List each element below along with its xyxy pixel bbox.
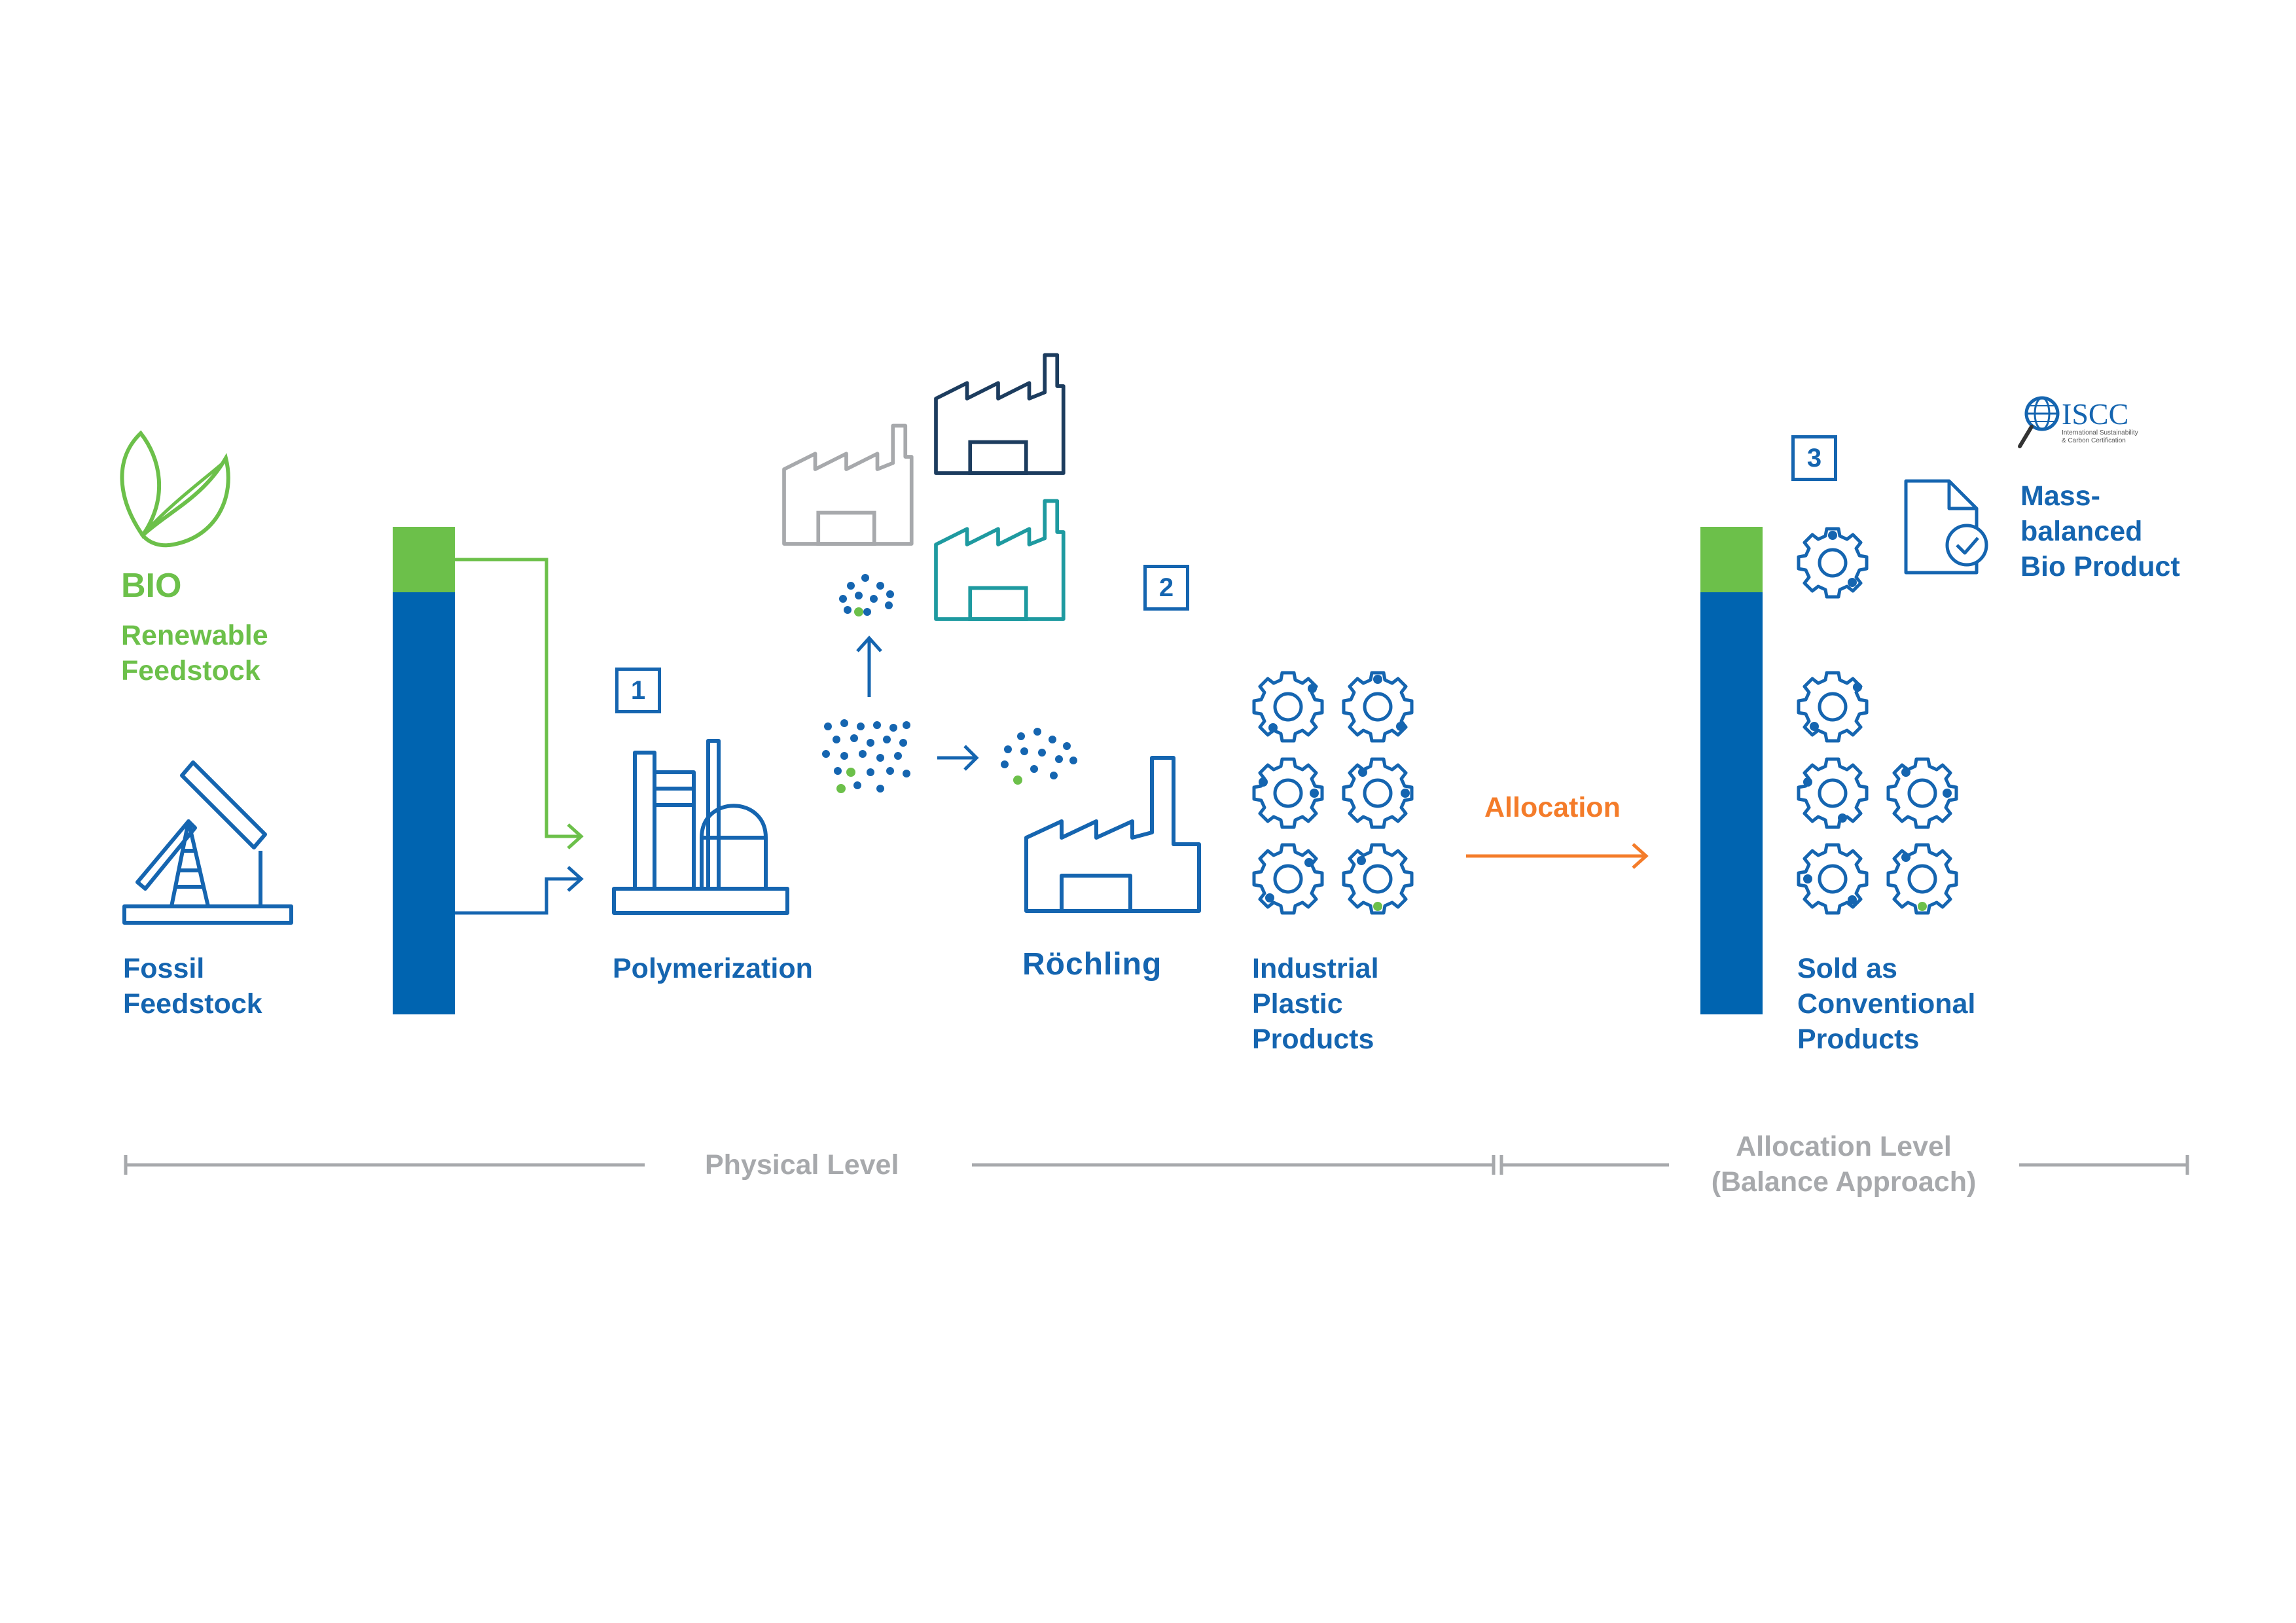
- mass-line3: Bio Product: [2020, 551, 2180, 582]
- document-check-icon: [1904, 479, 1988, 575]
- leaf-icon: [120, 430, 230, 548]
- fossil-line2: Feedstock: [123, 988, 262, 1020]
- industrial-line2: Plastic: [1252, 988, 1343, 1020]
- sold-line3: Products: [1797, 1024, 1920, 1055]
- arrow-right-icon: [937, 745, 979, 771]
- iscc-subtext-1: International Sustainability: [2062, 429, 2138, 437]
- renewable-line2: Feedstock: [121, 655, 260, 687]
- bar-bio-allocated: [1700, 527, 1763, 592]
- iscc-subtext-2: & Carbon Certification: [2062, 437, 2126, 444]
- industrial-line1: Industrial: [1252, 953, 1379, 984]
- physical-level-label: Physical Level: [705, 1149, 899, 1181]
- bar-bio-share: [393, 527, 455, 592]
- mass-line2: balanced: [2020, 516, 2143, 547]
- allocation-level-line1: Allocation Level: [1736, 1131, 1952, 1162]
- pellets-icon: [822, 719, 910, 793]
- bio-flow-arrow: [455, 558, 584, 849]
- sold-line2: Conventional: [1797, 988, 1976, 1020]
- allocation-level-line2: (Balance Approach): [1711, 1166, 1977, 1198]
- industrial-line3: Products: [1252, 1024, 1374, 1055]
- bar-conventional-allocated: [1700, 592, 1763, 1014]
- gear-icon: [1254, 673, 1412, 913]
- bio-label: BIO: [121, 567, 182, 605]
- industrial-plastic-products-label: Industrial Plastic Products: [1252, 951, 1379, 1057]
- allocation-level-label: Allocation Level (Balance Approach): [1696, 1129, 1991, 1200]
- mass-line1: Mass-: [2020, 480, 2100, 512]
- iscc-logo: ISCC International Sustainability & Carb…: [2062, 399, 2138, 445]
- polymerization-label: Polymerization: [613, 953, 813, 984]
- arrow-up-icon: [856, 635, 882, 697]
- iscc-logo-text: ISCC: [2062, 397, 2129, 431]
- factory-icon: [1024, 756, 1201, 913]
- pellets-icon: [1001, 728, 1077, 785]
- sold-line1: Sold as: [1797, 953, 1897, 984]
- fossil-line1: Fossil: [123, 953, 205, 984]
- sold-conventional-label: Sold as Conventional Products: [1797, 951, 1975, 1057]
- allocation-label: Allocation: [1484, 792, 1621, 823]
- factory-icon: [784, 426, 912, 544]
- step-2-badge: 2: [1143, 565, 1189, 611]
- iscc-globe-icon: [2018, 396, 2060, 448]
- fossil-flow-arrow: [455, 866, 584, 915]
- allocation-arrow: [1466, 843, 1649, 869]
- polymerization-plant-icon: [612, 739, 789, 915]
- factory-icon: [936, 501, 1064, 620]
- mass-balanced-label: Mass- balanced Bio Product: [2020, 478, 2180, 584]
- fossil-feedstock-label: Fossil Feedstock: [123, 951, 262, 1022]
- pellets-icon: [839, 574, 894, 616]
- factory-icon: [936, 355, 1064, 474]
- renewable-feedstock-label: Renewable Feedstock: [121, 618, 268, 688]
- bar-fossil-share: [393, 592, 455, 1014]
- oil-pump-icon: [122, 760, 293, 925]
- step-3-badge: 3: [1791, 435, 1837, 481]
- gear-icon: [1799, 529, 1956, 913]
- physical-level-ruler: [124, 1155, 1496, 1175]
- rochling-logo-text: Röchling: [1022, 947, 1162, 982]
- renewable-line1: Renewable: [121, 620, 268, 651]
- allocation-level-ruler: [1499, 1155, 2189, 1175]
- step-1-badge: 1: [615, 668, 661, 713]
